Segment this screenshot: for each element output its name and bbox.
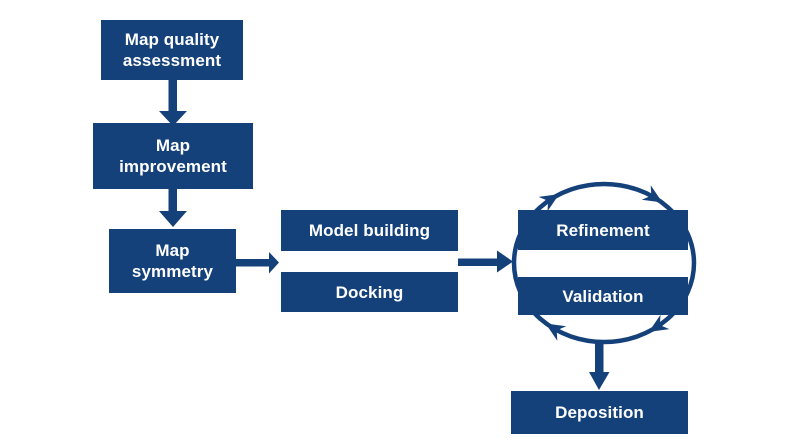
cycle-ring bbox=[511, 181, 697, 345]
box-label: Map quality bbox=[124, 30, 220, 49]
cycle-arrowhead-top-left-icon bbox=[538, 194, 560, 212]
box-map-quality-assessment: Map quality assessment bbox=[101, 20, 243, 80]
arrow-map-improvement-to-map-symmetry-icon bbox=[159, 188, 187, 227]
box-label: Model building bbox=[308, 221, 431, 240]
box-label: improvement bbox=[119, 157, 227, 176]
box-label: Validation bbox=[562, 286, 644, 306]
box-label: Map bbox=[155, 241, 190, 260]
box-refinement: Refinement bbox=[518, 210, 688, 250]
arrow-map-symmetry-to-model-building-icon bbox=[236, 252, 279, 274]
box-label: Map bbox=[155, 136, 191, 155]
box-label: Docking bbox=[335, 282, 404, 302]
box-deposition: Deposition bbox=[511, 391, 688, 434]
box-validation: Validation bbox=[518, 277, 688, 315]
box-label: assessment bbox=[122, 51, 222, 70]
cycle-arrowhead-bottom-right-icon bbox=[648, 314, 670, 332]
arrow-model-building-to-refinement-icon bbox=[458, 250, 513, 273]
arrow-map-quality-to-map-improvement-icon bbox=[159, 79, 187, 126]
box-docking: Docking bbox=[281, 272, 458, 312]
box-map-improvement: Map improvement bbox=[93, 123, 253, 189]
box-model-building: Model building bbox=[281, 210, 458, 251]
cycle-arrowhead-bottom-left-icon bbox=[545, 323, 567, 341]
cycle-arrowhead-top-right-icon bbox=[641, 185, 663, 203]
arrow-shapes bbox=[159, 79, 670, 390]
arrow-cycle-to-deposition-icon bbox=[589, 341, 610, 390]
box-label: Deposition bbox=[555, 403, 644, 422]
box-label: symmetry bbox=[131, 262, 214, 281]
box-map-symmetry: Map symmetry bbox=[109, 229, 236, 293]
box-label: Refinement bbox=[556, 220, 650, 240]
